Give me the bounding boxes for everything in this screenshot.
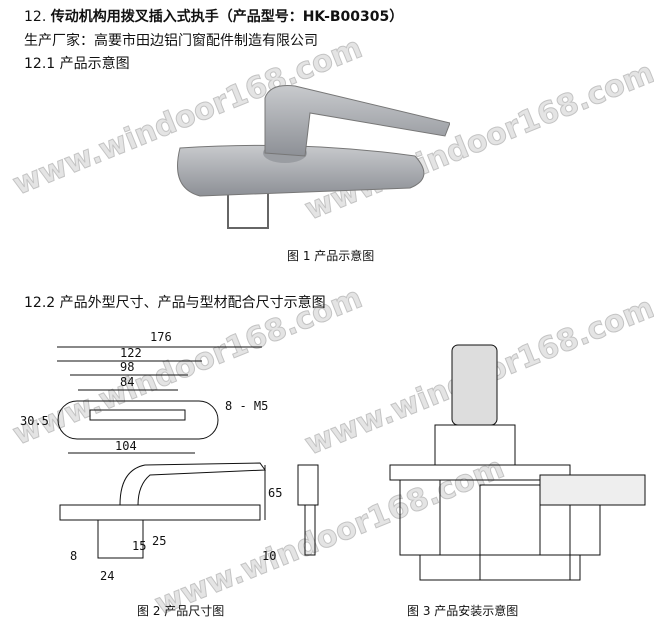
figure-2-caption: 图 2 产品尺寸图 <box>137 604 225 618</box>
dim-84: 84 <box>120 375 134 389</box>
figure-1-caption: 图 1 产品示意图 <box>287 249 375 263</box>
dim-30-5: 30.5 <box>20 414 49 428</box>
dimension-drawing: 176 122 98 84 8 - M5 30.5 104 65 15 25 8… <box>20 330 319 583</box>
dim-15: 15 <box>132 539 146 553</box>
installation-drawing <box>389 344 646 581</box>
section-title: 12. 传动机构用拨叉插入式执手（产品型号：HK-B00305） <box>24 6 403 26</box>
product-model: （产品型号：HK-B00305） <box>218 9 404 25</box>
figure-3-caption: 图 3 产品安装示意图 <box>407 604 519 618</box>
product-title: 传动机构用拨叉插入式执手 <box>50 9 219 25</box>
dim-98: 98 <box>120 360 134 374</box>
subsection-title-2: 12.2 产品外型尺寸、产品与型材配合尺寸示意图 <box>24 295 326 311</box>
dim-25: 25 <box>152 534 166 548</box>
dim-176: 176 <box>150 330 172 344</box>
dim-65: 65 <box>268 486 282 500</box>
manufacturer: 生产厂家：高要市田边铝门窗配件制造有限公司 <box>24 33 318 49</box>
dim-24: 24 <box>100 569 114 583</box>
dim-104: 104 <box>115 439 137 453</box>
dim-8: 8 <box>70 549 77 563</box>
dim-122: 122 <box>120 346 142 360</box>
product-photo <box>177 85 450 229</box>
dim-screws: 8 - M5 <box>225 399 268 413</box>
dim-10: 10 <box>262 549 276 563</box>
subsection-title: 12.1 产品示意图 <box>24 56 130 72</box>
section-number: 12. <box>24 9 47 25</box>
